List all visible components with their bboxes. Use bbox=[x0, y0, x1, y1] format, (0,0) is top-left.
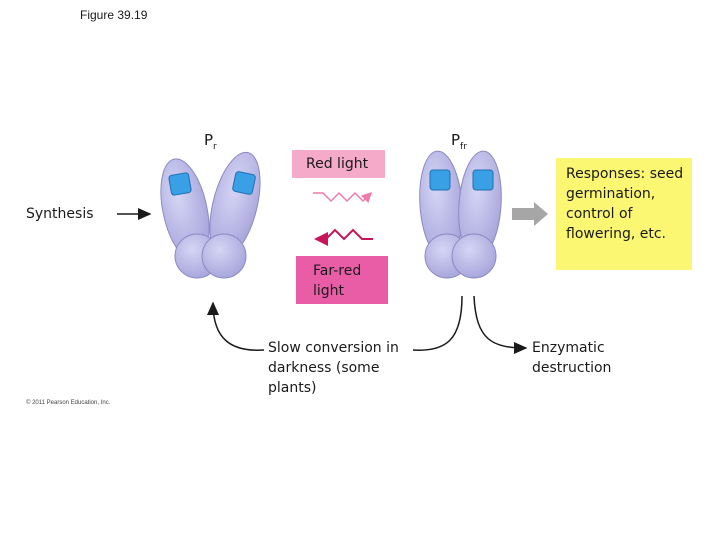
red-light-label: Red light bbox=[306, 156, 369, 172]
enzymatic-destruction-arrow bbox=[473, 295, 528, 354]
responses-box: Responses: seed germination, control of … bbox=[556, 158, 692, 270]
slow-conversion-arrow bbox=[207, 301, 265, 351]
pfr-label: Pfr bbox=[451, 131, 467, 152]
synthesis-label: Synthesis bbox=[26, 206, 94, 222]
pfr-chromophore-left bbox=[429, 169, 451, 191]
enzymatic-destruction-label: Enzymatic destruction bbox=[532, 340, 612, 376]
pfr-protein bbox=[419, 150, 502, 279]
pr-chromophore-right bbox=[232, 171, 256, 195]
responses-label: Responses: seed germination, control of … bbox=[566, 166, 684, 242]
figure-title: Figure 39.19 bbox=[80, 8, 148, 22]
slow-conversion-line bbox=[412, 295, 463, 351]
copyright-notice: © 2011 Pearson Education, Inc. bbox=[26, 400, 111, 406]
red-light-wave-arrow bbox=[313, 191, 373, 204]
slow-conversion-label: Slow conversion in darkness (some plants… bbox=[268, 340, 399, 396]
red-light-box: Red light bbox=[292, 150, 385, 178]
far-red-light-label: Far-red light bbox=[313, 263, 362, 299]
pr-chromophore-left bbox=[168, 172, 192, 196]
pr-protein bbox=[160, 151, 261, 279]
response-arrow bbox=[512, 202, 548, 226]
far-red-light-wave-arrow bbox=[314, 228, 373, 246]
pr-label: Pr bbox=[204, 131, 217, 152]
pfr-chromophore-right bbox=[472, 169, 494, 191]
far-red-light-box: Far-red light bbox=[296, 256, 388, 304]
